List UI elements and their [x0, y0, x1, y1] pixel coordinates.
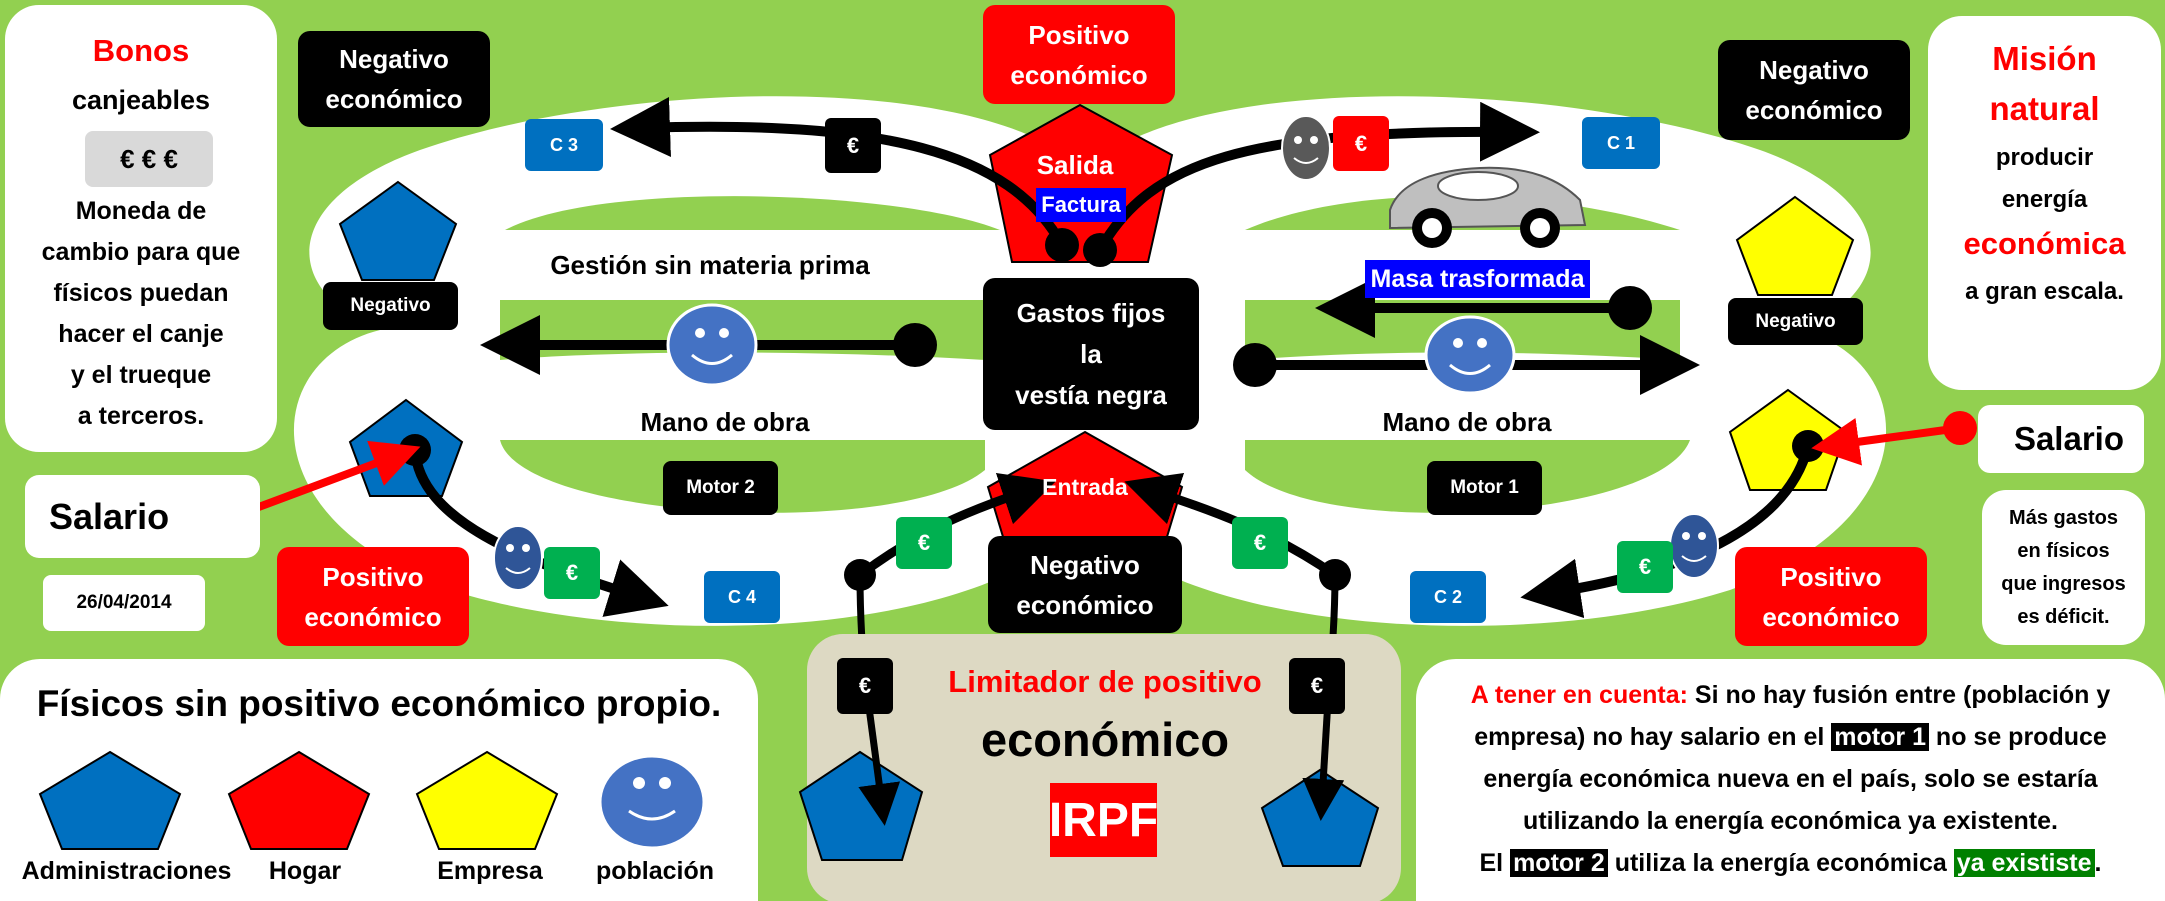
mision-line-2: energía	[2001, 186, 2088, 213]
bonos-line-6: a terceros.	[77, 402, 205, 430]
admin-pentagon-top	[338, 180, 458, 281]
motor1-highlight: motor 1	[1831, 723, 1929, 751]
mision-line-4: a gran escala.	[1965, 278, 2124, 305]
legend-empresa: Empresa	[437, 857, 543, 885]
gestion-label: Gestión sin materia prima	[550, 250, 870, 280]
c4-box: C 4	[704, 571, 780, 623]
exististe-highlight: ya exististe	[1953, 849, 2095, 877]
bonos-line-4: hacer el canje	[58, 320, 224, 348]
c2-box: C 2	[1410, 571, 1486, 623]
poblacion-face-3	[1281, 115, 1331, 181]
entrada-label: Entrada	[1042, 474, 1128, 500]
euro-token-2: €	[1333, 116, 1389, 171]
nota-card: A tener en cuenta: Si no hay fusión entr…	[1416, 659, 2165, 901]
irpf-badge: IRPF	[1049, 783, 1158, 857]
legend-shapes	[38, 750, 706, 850]
euro-token-8: €	[1289, 658, 1345, 714]
salida-label: Salida	[1036, 150, 1114, 180]
euro-token-7: €	[837, 658, 893, 714]
euro-token-6: €	[1617, 541, 1673, 593]
mano-obra-left: Mano de obra	[640, 407, 810, 437]
bonos-coins: € € €	[85, 131, 213, 187]
nota-line-3: energía económica nueva en el país, solo…	[1483, 765, 2098, 793]
salario-left-box: Salario	[25, 475, 260, 558]
legend-poblacion: población	[595, 857, 715, 885]
mano-obra-right: Mano de obra	[1382, 407, 1552, 437]
poblacion-face-4	[493, 525, 543, 591]
mision-line-3: económica	[1963, 226, 2126, 261]
bonos-line-1: Moneda de	[75, 197, 207, 225]
nota-line-2: empresa) no hay salario en el motor 1 no…	[1474, 723, 2107, 751]
car-icon	[1389, 166, 1587, 248]
poblacion-face-2	[1424, 315, 1516, 395]
bonos-line-3: físicos puedan	[53, 279, 229, 307]
limitador-subtitle: económico	[980, 713, 1230, 766]
euro-token-5: €	[544, 547, 600, 599]
c3-box: C 3	[525, 119, 603, 171]
motor2-box: Motor 2	[663, 461, 778, 515]
mision-title-1: Misión	[1992, 40, 2097, 77]
bonos-subtitle: canjeables	[71, 85, 211, 115]
salida-pentagon	[988, 103, 1174, 263]
legend-card: Físicos sin positivo económico propio. A…	[0, 659, 758, 901]
nota-line-5: El motor 2 utiliza la energía económica …	[1479, 849, 2102, 877]
nota-line-4: utilizando la energía económica ya exist…	[1523, 807, 2058, 835]
nota-line-1: A tener en cuenta: Si no hay fusión entr…	[1470, 681, 2111, 709]
mas-gastos-box: Más gastos en físicos que ingresos es dé…	[1982, 490, 2145, 645]
factura-label: Factura	[1036, 188, 1126, 222]
motor1-box: Motor 1	[1427, 461, 1542, 515]
mision-line-1: producir	[1995, 144, 2094, 171]
poblacion-face-1	[666, 303, 758, 387]
legend-administraciones: Administraciones	[21, 857, 232, 885]
limitador-box	[807, 634, 1401, 901]
euro-token-1: €	[825, 118, 881, 173]
motor2-highlight: motor 2	[1510, 849, 1608, 877]
poblacion-face-5	[1669, 513, 1719, 579]
c1-box: C 1	[1582, 117, 1660, 169]
bonos-title: Bonos	[92, 33, 190, 68]
euro-token-4: €	[1232, 517, 1288, 569]
mision-card: Misión natural producir energía económic…	[1928, 16, 2161, 390]
limitador-title: Limitador de positivo	[948, 664, 1262, 699]
salario-right-box: Salario	[1978, 405, 2144, 473]
empresa-pentagon-top	[1735, 195, 1855, 296]
bonos-line-2: cambio para que	[41, 238, 241, 266]
negativo-left: Negativo	[323, 282, 458, 330]
euro-token-3: €	[896, 517, 952, 569]
legend-title: Físicos sin positivo económico propio.	[36, 683, 722, 724]
legend-hogar: Hogar	[268, 857, 342, 885]
fecha-box: 26/04/2014	[43, 575, 205, 631]
bonos-line-5: y el trueque	[70, 361, 212, 389]
bonos-card: Bonos canjeables € € € Moneda de cambio …	[5, 5, 277, 452]
masa-label: Masa trasformada	[1365, 260, 1590, 298]
mision-title-2: natural	[1989, 90, 2100, 127]
negativo-right: Negativo	[1728, 298, 1863, 345]
